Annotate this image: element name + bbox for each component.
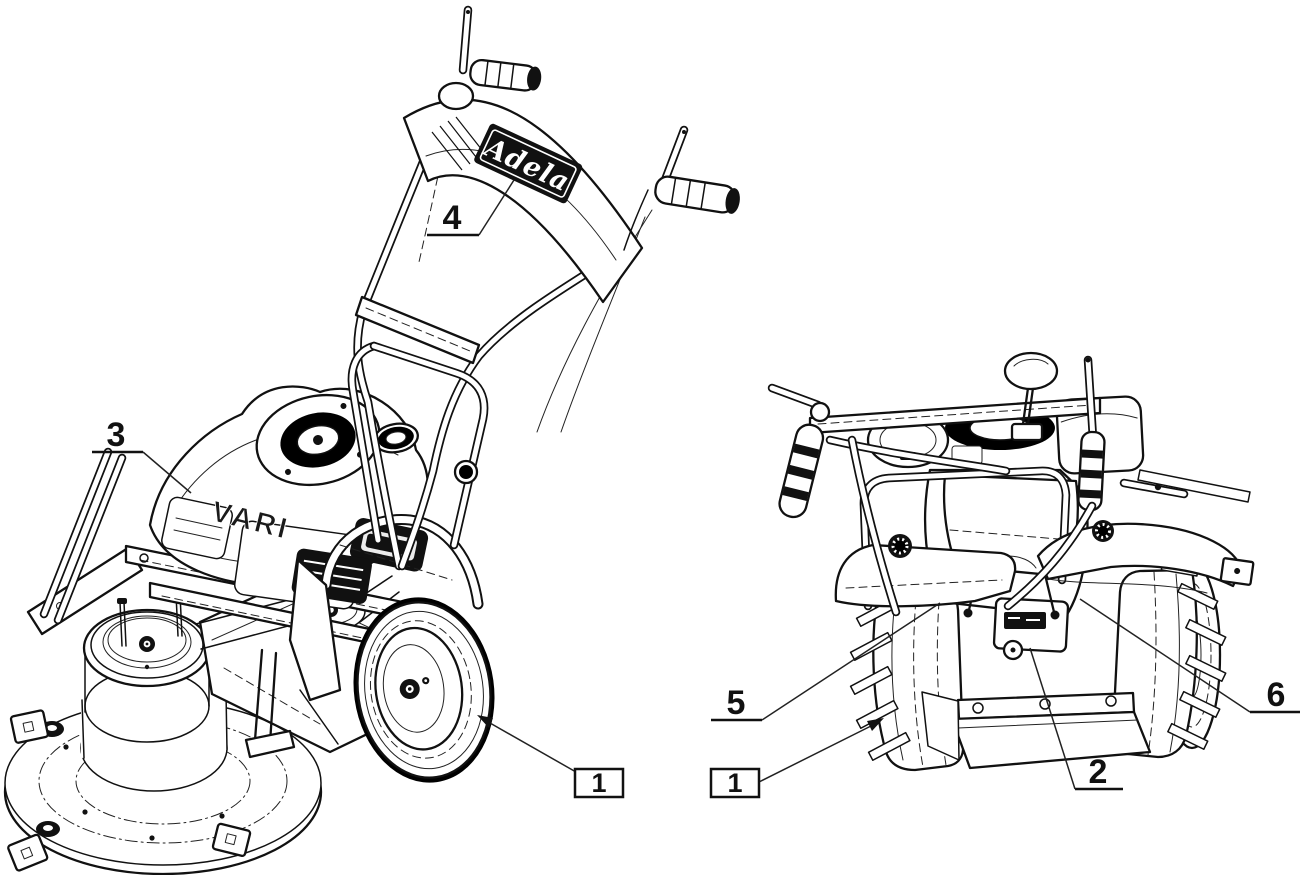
right-fender [1036,520,1243,594]
side-bracket [1119,469,1255,586]
fuel-cap [373,422,419,454]
right-grip [1077,430,1106,512]
callout-1-right: 1 [709,718,884,799]
rear-deflector [921,691,1152,770]
gear-lever [1003,351,1059,442]
callout-4-label: 4 [443,199,462,237]
callout-6: 6 [1079,598,1300,714]
left-machine-illustration: VARI [3,5,740,875]
callout-1-left-label: 1 [591,768,606,798]
left-grip [778,423,825,519]
right-machine-illustration [767,351,1255,772]
callout-2: 2 [1029,647,1123,791]
callout-5: 5 [711,602,941,722]
callout-5-label: 5 [727,684,746,722]
callout-1-left: 1 [477,715,625,799]
callout-4: 4 [427,179,515,237]
disc-drive-drum [80,590,228,792]
drive-wheel [353,597,495,783]
callout-6-label: 6 [1267,676,1286,714]
handlebar [39,98,653,625]
handlebar-console: Adela [402,98,644,304]
callout-1-right-label: 1 [727,768,742,798]
callout-2-label: 2 [1089,753,1108,791]
handle-grips-left-machine [437,5,740,251]
callout-3: 3 [92,416,192,494]
callout-3-label: 3 [107,416,126,454]
callouts: 3 4 1 5 1 2 [92,179,1300,799]
handlebar-rear [767,351,1106,617]
wheel-fender [288,514,484,702]
engine-cooling-fan [255,393,381,487]
